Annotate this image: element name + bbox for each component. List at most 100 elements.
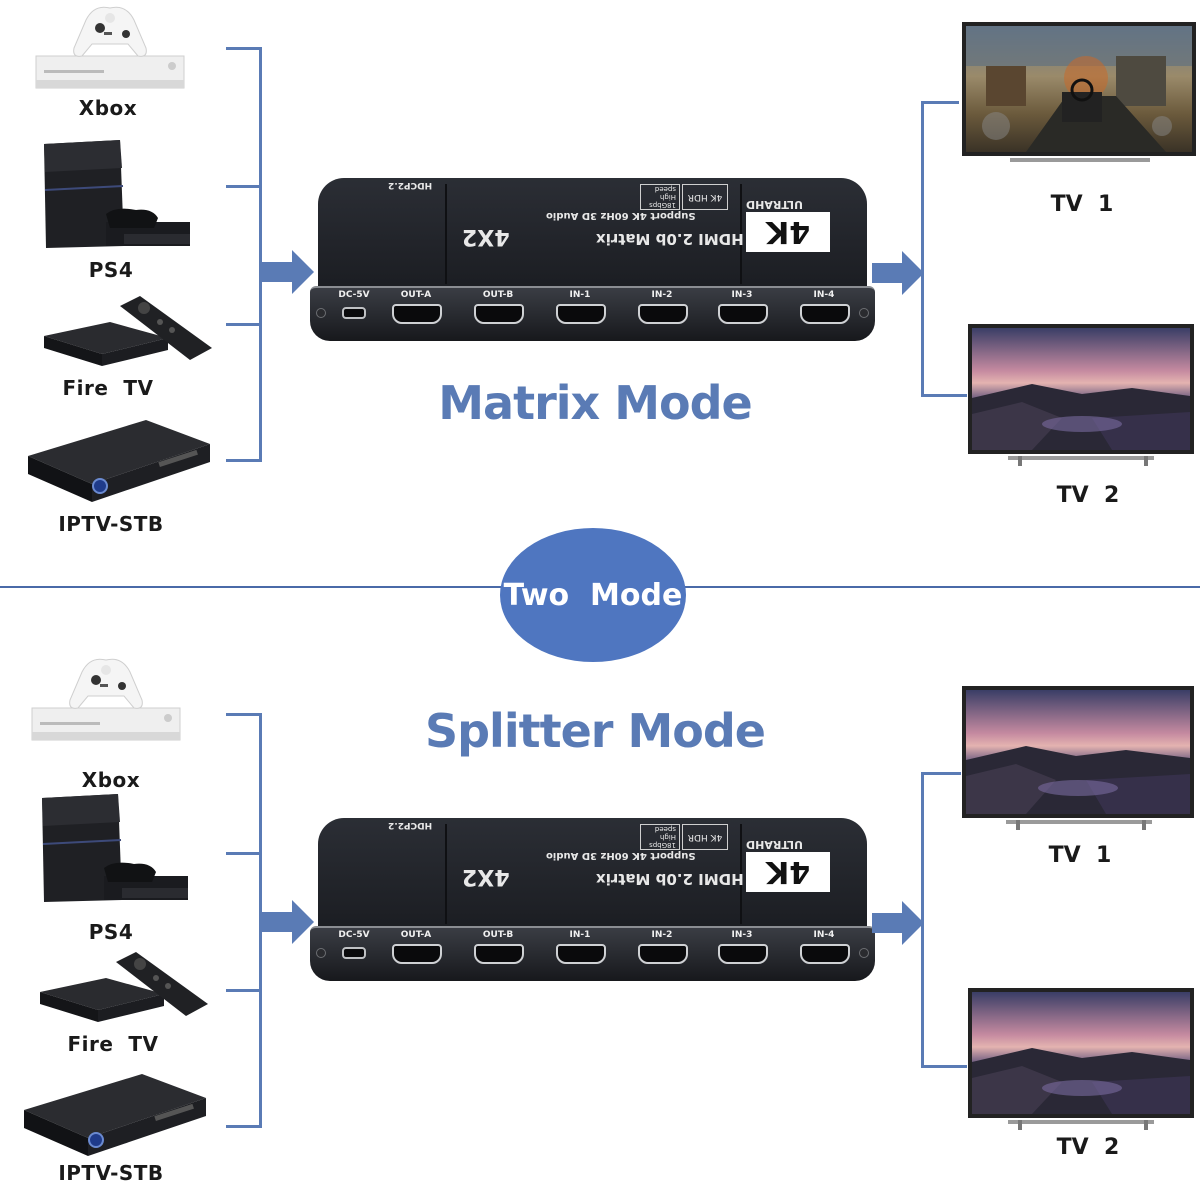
switch-hdr-badge: 4K HDR <box>682 824 728 850</box>
switch-hdcp-text: HDCP2.2 <box>388 180 433 190</box>
tv-1-foot <box>1016 820 1020 830</box>
port-label-out-a: OUT-A <box>400 930 432 940</box>
source-label-xbox: Xbox <box>81 768 141 792</box>
tv-1-foot <box>1142 820 1146 830</box>
hdmi-matrix-switch: 4K ULTRAHD HDMI 2.0b Matrix 4X2 Support … <box>310 818 875 983</box>
switch-speed-badge: 18Gbps High speed <box>640 184 680 210</box>
tv-2-foot <box>1018 456 1022 466</box>
input-connector-ps4 <box>226 852 262 855</box>
switch-screw <box>859 948 869 958</box>
switch-screw <box>316 948 326 958</box>
hdmi-port-in-1 <box>556 944 606 964</box>
hdmi-port-out-a <box>392 304 442 324</box>
switch-4k-badge: 4K <box>746 852 830 892</box>
tv-1-stand <box>1006 820 1152 824</box>
switch-model-text: HDMI 2.0b Matrix <box>596 230 744 248</box>
input-bracket-vertical <box>259 47 262 462</box>
output-bracket-vertical <box>921 101 924 397</box>
hdmi-port-in-4 <box>800 304 850 324</box>
output-connector-tv1 <box>921 101 959 104</box>
settop-box-icon <box>28 420 210 502</box>
port-label-dc: DC-5V <box>338 930 370 940</box>
arrow-right-icon <box>262 250 314 294</box>
input-connector-ps4 <box>226 185 262 188</box>
switch-hdr-badge: 4K HDR <box>682 184 728 210</box>
ps4-device-image <box>38 792 190 906</box>
tv-1-screen <box>962 22 1196 156</box>
input-connector-firetv <box>226 989 262 992</box>
hdmi-port-in-2 <box>638 304 688 324</box>
landscape-scene-icon <box>972 384 1190 450</box>
dc-power-port <box>342 307 366 319</box>
switch-panel-seam <box>445 824 447 924</box>
source-label-firetv: Fire TV <box>62 376 154 400</box>
port-label-dc: DC-5V <box>338 290 370 300</box>
switch-screw <box>316 308 326 318</box>
arrow-right-icon <box>872 901 924 945</box>
source-label-ps4: PS4 <box>88 920 134 944</box>
input-bracket-vertical <box>259 713 262 1128</box>
ps4-console-icon <box>44 140 190 248</box>
tv-2-display <box>968 324 1196 466</box>
port-label-in-4: IN-4 <box>813 290 835 300</box>
game-scene-icon <box>966 26 1192 152</box>
splitter-mode-title: Splitter Mode <box>425 704 766 758</box>
tv-2-screen <box>968 324 1194 454</box>
tv-2-foot <box>1018 1120 1022 1130</box>
input-connector-iptv <box>226 459 262 462</box>
port-label-in-2: IN-2 <box>651 290 673 300</box>
source-label-xbox: Xbox <box>78 96 138 120</box>
tv-1-display <box>962 686 1196 830</box>
switch-speed-badge: 18Gbps High speed <box>640 824 680 850</box>
hdmi-port-out-b <box>474 944 524 964</box>
port-label-in-1: IN-1 <box>569 930 591 940</box>
hdmi-port-in-3 <box>718 944 768 964</box>
port-label-in-1: IN-1 <box>569 290 591 300</box>
tv-2-stand <box>1008 1120 1154 1124</box>
tv-1-stand <box>1010 158 1150 162</box>
xbox-console-icon <box>35 6 185 89</box>
settop-box-icon <box>24 1074 206 1156</box>
input-connector-firetv <box>226 323 262 326</box>
switch-4k-badge: 4K <box>746 212 830 252</box>
source-label-firetv: Fire TV <box>67 1032 159 1056</box>
firetv-device-image <box>36 948 212 1026</box>
output-connector-tv2 <box>921 1065 967 1068</box>
xbox-device-image <box>34 0 186 92</box>
switch-support-text: Support 4K 60Hz 3D Audio <box>546 850 696 861</box>
matrix-mode-title: Matrix Mode <box>438 376 752 430</box>
port-label-in-3: IN-3 <box>731 290 753 300</box>
hdmi-port-in-1 <box>556 304 606 324</box>
switch-panel-seam <box>740 824 742 924</box>
port-label-in-3: IN-3 <box>731 930 753 940</box>
switch-model-ratio: 4X2 <box>462 224 510 249</box>
output-bracket-vertical <box>921 772 924 1068</box>
dc-power-port <box>342 947 366 959</box>
arrow-right-icon <box>262 900 314 944</box>
switch-model-text: HDMI 2.0b Matrix <box>596 870 744 888</box>
xbox-device-image <box>30 652 182 744</box>
display-label-tv2: TV 2 <box>1056 483 1120 508</box>
switch-brand-text: ULTRAHD <box>746 838 803 851</box>
switch-model-ratio: 4X2 <box>462 864 510 889</box>
input-connector-iptv <box>226 1125 262 1128</box>
port-label-in-4: IN-4 <box>813 930 835 940</box>
ps4-console-icon <box>42 794 188 902</box>
landscape-scene-icon <box>972 1048 1190 1114</box>
source-label-iptv-stb: IPTV-STB <box>58 512 164 536</box>
port-label-out-a: OUT-A <box>400 290 432 300</box>
switch-panel-seam <box>740 184 742 284</box>
switch-support-text: Support 4K 60Hz 3D Audio <box>546 210 696 221</box>
iptv-stb-device-image <box>26 418 212 504</box>
firetv-box-icon <box>40 952 208 1022</box>
switch-screw <box>859 308 869 318</box>
hdmi-port-in-3 <box>718 304 768 324</box>
firetv-box-icon <box>44 296 212 366</box>
source-label-ps4: PS4 <box>88 258 134 282</box>
tv-1-display <box>962 22 1198 166</box>
tv-1-screen <box>962 686 1194 818</box>
output-connector-tv2 <box>921 394 967 397</box>
ps4-device-image <box>40 138 192 252</box>
display-label-tv2: TV 2 <box>1056 1135 1120 1160</box>
switch-hdcp-text: HDCP2.2 <box>388 820 433 830</box>
